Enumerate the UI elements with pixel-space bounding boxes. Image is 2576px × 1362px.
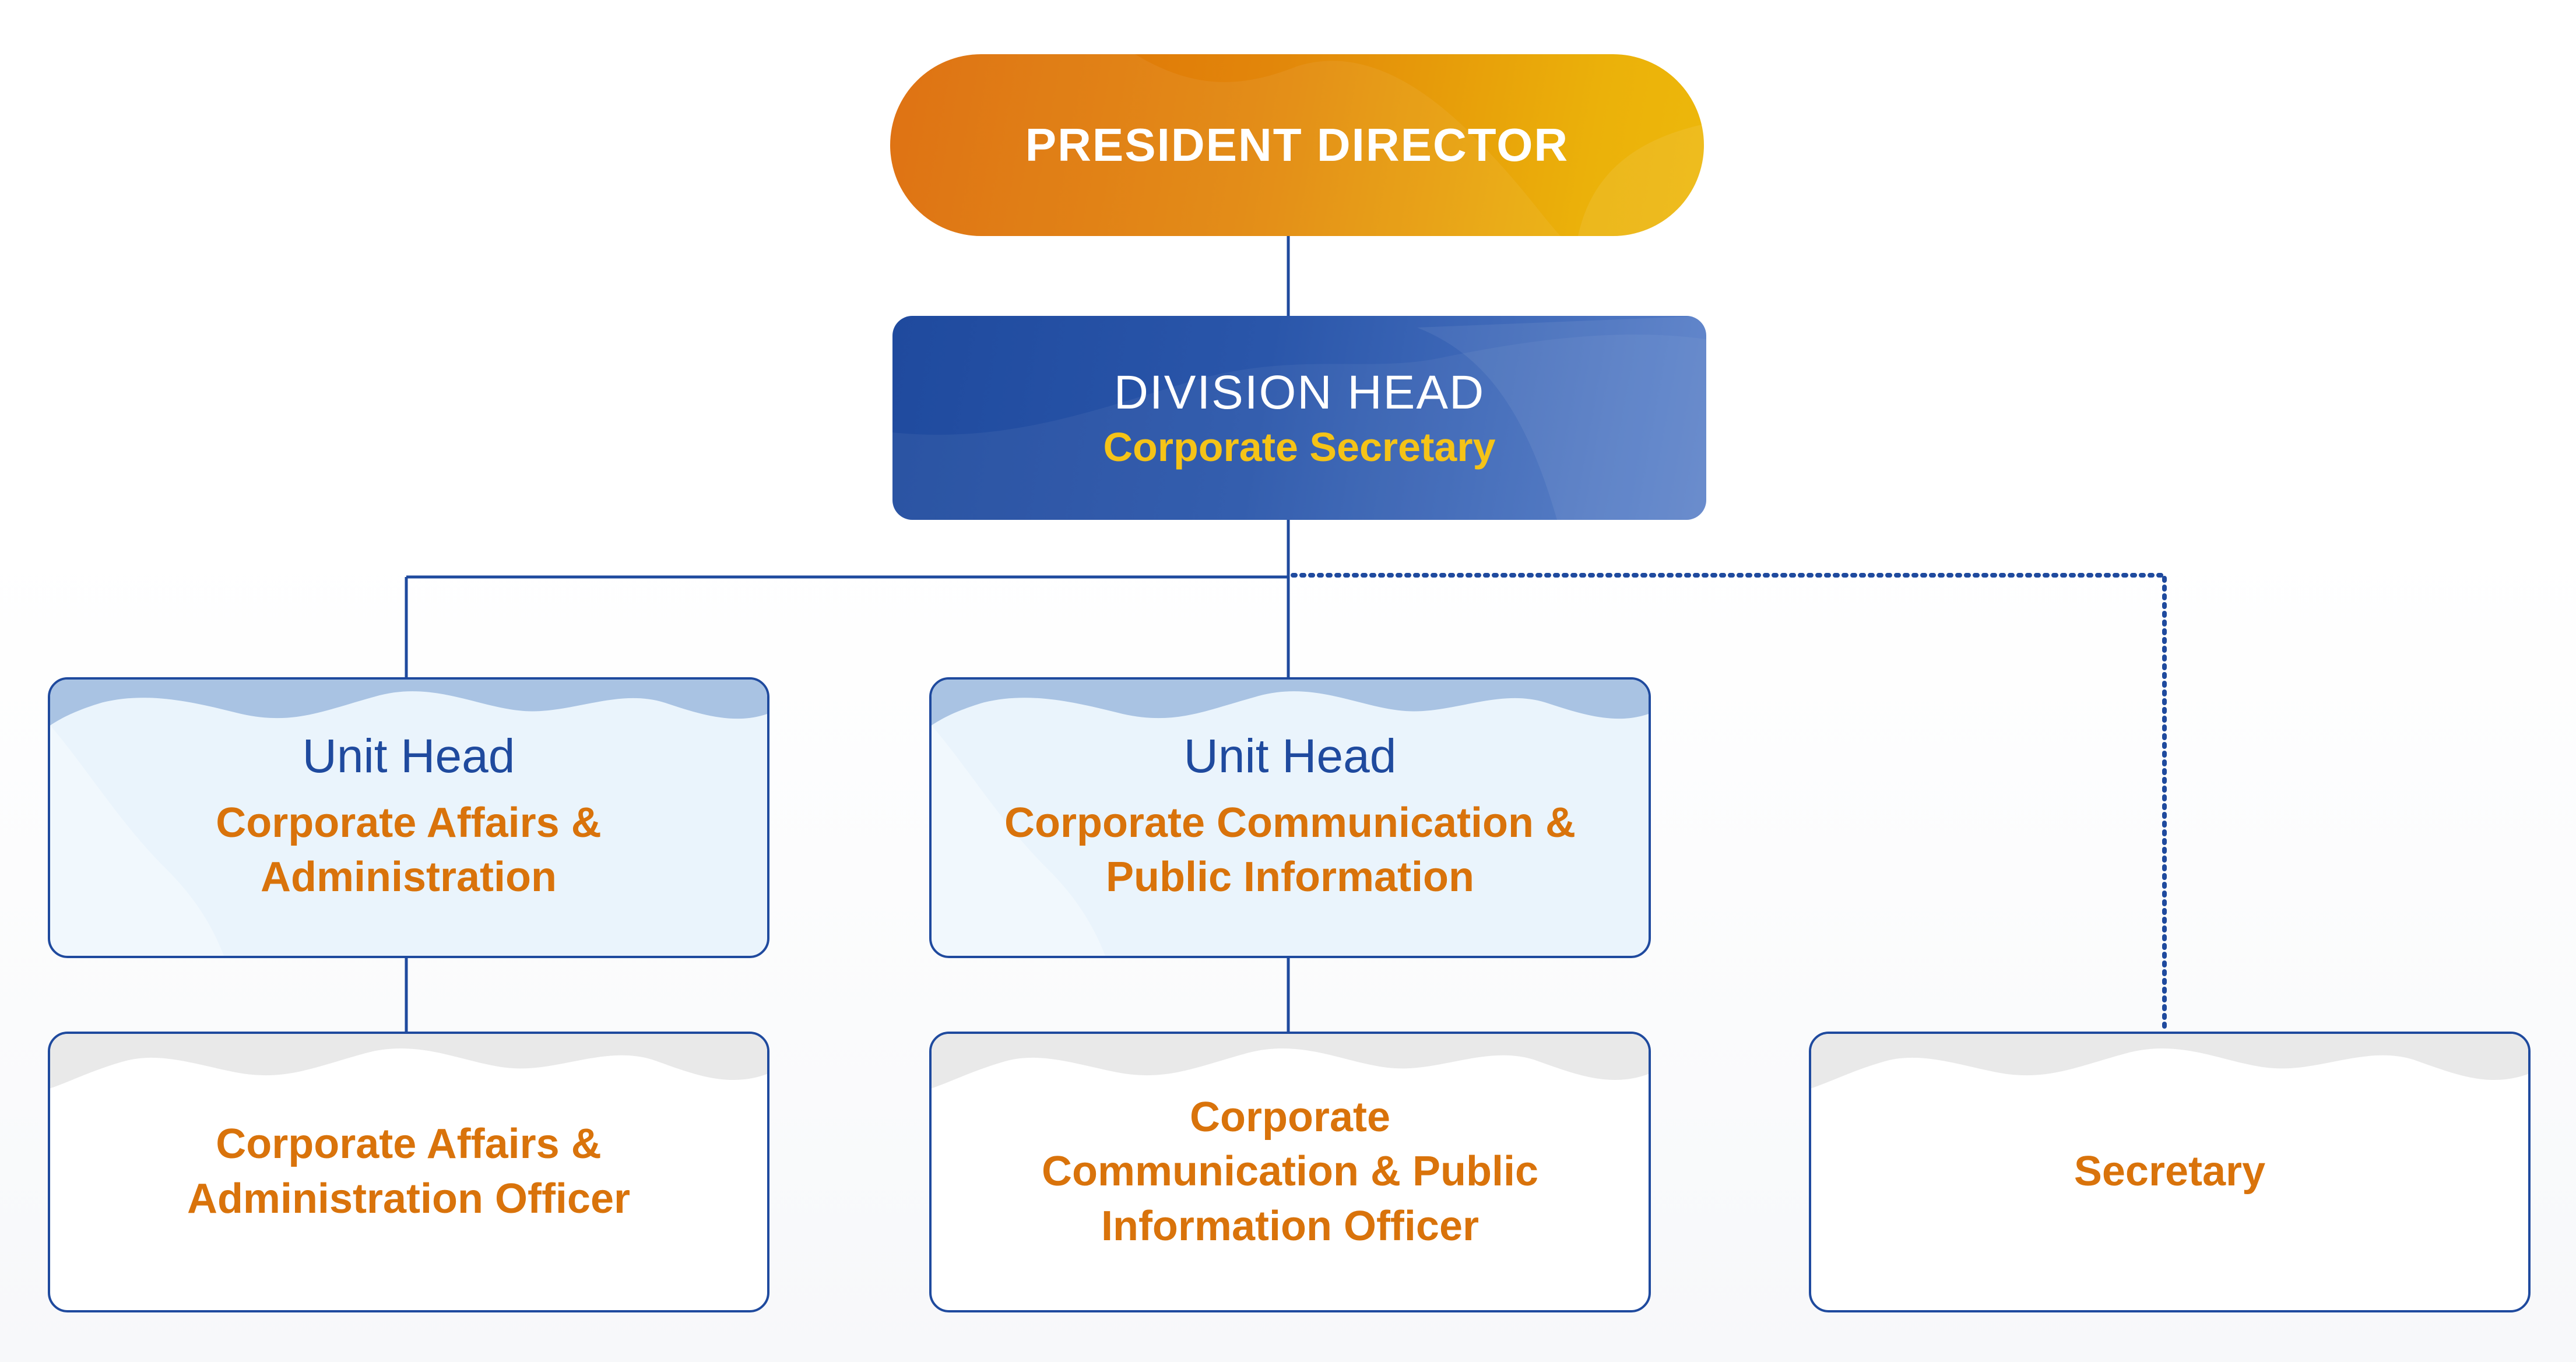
- officer-name-line2: Communication & Public: [1041, 1148, 1539, 1195]
- division-head-title: DIVISION HEAD: [1113, 365, 1485, 419]
- officer-corporate-affairs: Corporate Affairs & Administration Offic…: [48, 1032, 769, 1312]
- unit-head-corporate-affairs: Unit Head Corporate Affairs & Administra…: [48, 677, 769, 958]
- officer-name-line1: Corporate Affairs &: [216, 1121, 602, 1168]
- president-director-label: PRESIDENT DIRECTOR: [1025, 119, 1569, 171]
- connector-dotted-secretary: [1291, 573, 2167, 1030]
- officer-name-line1: Secretary: [2074, 1148, 2266, 1195]
- officer-name-line3: Information Officer: [1101, 1202, 1479, 1250]
- unit-head-title: Unit Head: [1183, 730, 1397, 783]
- unit-head-name-line1: Corporate Communication &: [1004, 799, 1576, 846]
- president-director-node: PRESIDENT DIRECTOR: [890, 54, 1704, 236]
- division-head-subtitle: Corporate Secretary: [1103, 424, 1496, 470]
- unit-head-title: Unit Head: [302, 730, 515, 783]
- officer-secretary: Secretary: [1809, 1032, 2531, 1312]
- unit-head-name-line2: Public Information: [1105, 854, 1474, 901]
- division-head-node: DIVISION HEAD Corporate Secretary: [892, 316, 1706, 520]
- officer-name-line1: Corporate: [1189, 1093, 1391, 1141]
- unit-head-name-line2: Administration: [260, 854, 557, 901]
- officer-name-line2: Administration Officer: [187, 1176, 631, 1222]
- unit-head-name-line1: Corporate Affairs &: [216, 799, 602, 846]
- officer-corporate-communication: Corporate Communication & Public Informa…: [929, 1032, 1651, 1312]
- unit-head-corporate-communication: Unit Head Corporate Communication & Publ…: [929, 677, 1651, 958]
